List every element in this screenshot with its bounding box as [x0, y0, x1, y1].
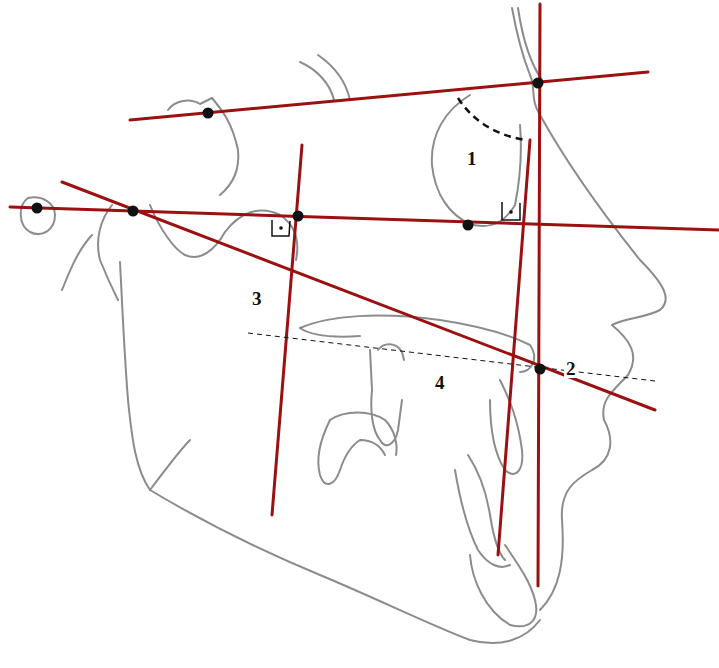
callout-number: 2	[564, 359, 578, 378]
callout-number: 1	[465, 149, 479, 168]
callout-number: 4	[433, 373, 447, 392]
callout-number: 3	[250, 289, 264, 308]
